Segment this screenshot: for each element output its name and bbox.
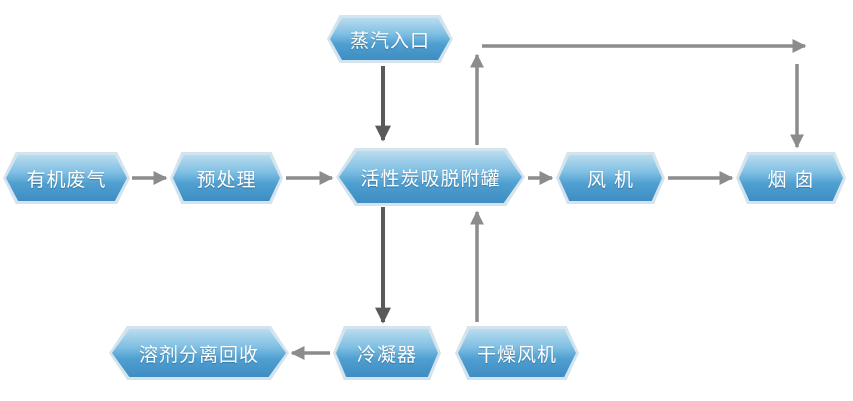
node-chimney: 烟 囱 bbox=[736, 152, 846, 204]
node-pretreatment-label: 预处理 bbox=[196, 168, 257, 191]
node-organic-waste-gas-label: 有机废气 bbox=[26, 168, 107, 191]
node-chimney-label: 烟 囱 bbox=[767, 168, 815, 191]
node-organic-waste-gas: 有机废气 bbox=[3, 152, 130, 204]
node-drying-fan: 干燥风机 bbox=[455, 326, 579, 380]
node-fan: 风 机 bbox=[556, 152, 665, 204]
node-steam-inlet: 蒸汽入口 bbox=[327, 15, 453, 63]
node-steam-inlet-label: 蒸汽入口 bbox=[349, 29, 430, 52]
node-solvent-recovery: 溶剂分离回收 bbox=[109, 326, 289, 380]
node-adsorption-tank: 活性炭吸脱附罐 bbox=[336, 148, 525, 206]
node-solvent-recovery-label: 溶剂分离回收 bbox=[138, 343, 259, 366]
node-drying-fan-label: 干燥风机 bbox=[476, 343, 557, 366]
node-pretreatment: 预处理 bbox=[170, 152, 283, 204]
node-condenser-label: 冷凝器 bbox=[356, 343, 417, 366]
node-fan-label: 风 机 bbox=[586, 168, 635, 191]
node-adsorption-tank-label: 活性炭吸脱附罐 bbox=[360, 167, 501, 190]
node-condenser: 冷凝器 bbox=[333, 326, 441, 380]
